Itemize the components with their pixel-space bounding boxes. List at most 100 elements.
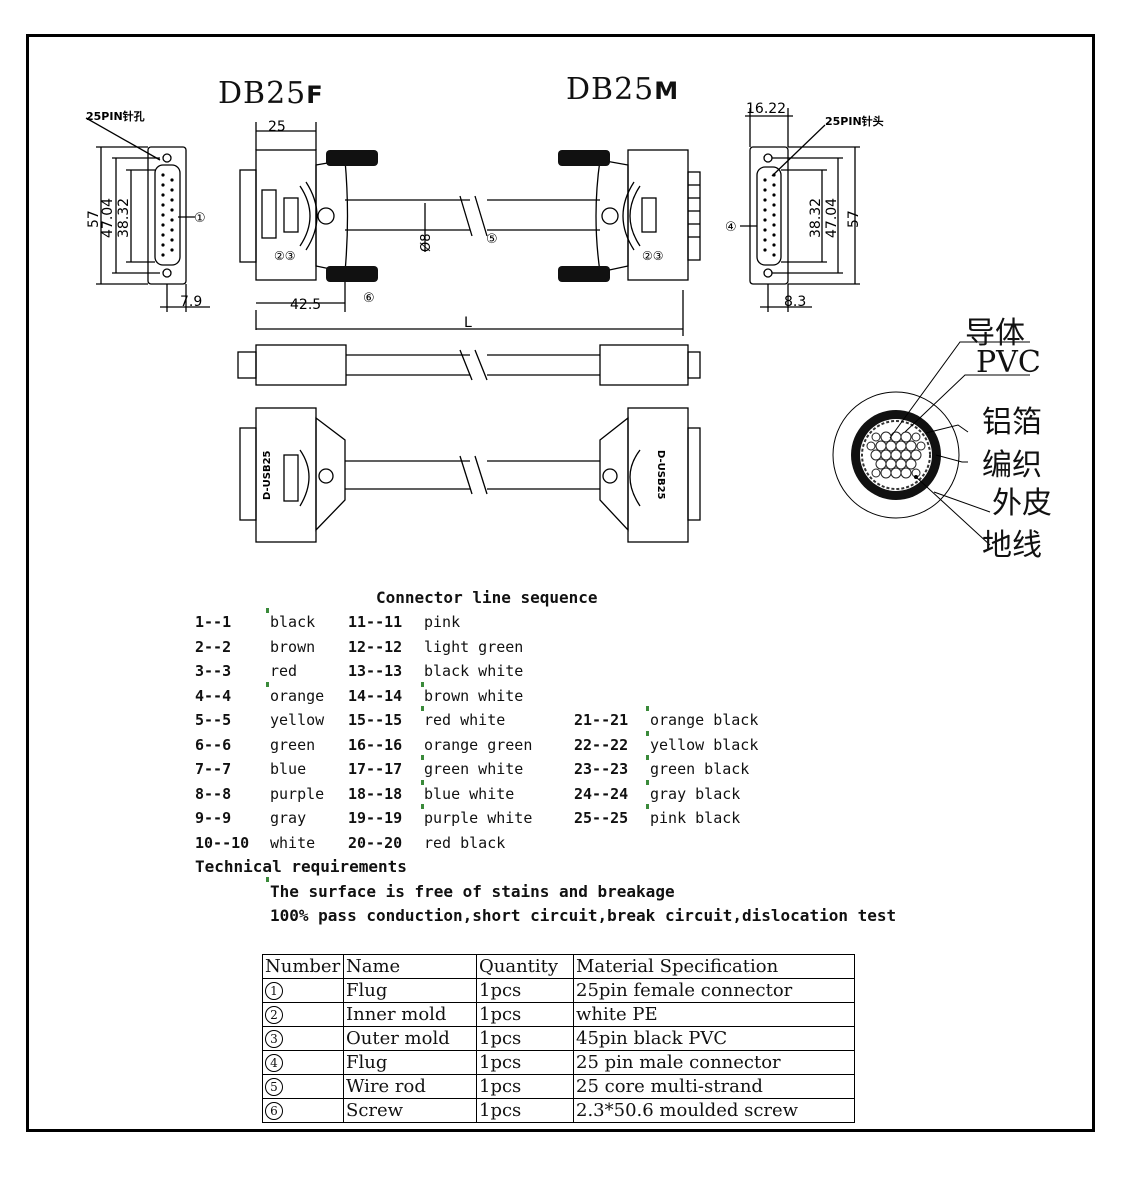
dim-57-left: 57 [86, 210, 102, 228]
list-item: gray [270, 809, 307, 827]
dim-38-32-left: 38.32 [116, 198, 132, 238]
table-row: 6 Screw 1pcs 2.3*50.6 moulded screw [262, 1098, 855, 1123]
row-spec: 25 core multi-strand [573, 1074, 855, 1099]
row-quantity: 1pcs [476, 1050, 574, 1075]
list-item: 6--6 [195, 736, 232, 754]
list-item: 16--16 [348, 736, 403, 754]
pin-female-label: 25PIN针孔 [86, 109, 145, 123]
tick-mark [266, 877, 269, 882]
tick-mark [421, 780, 424, 785]
list-item: 14--14 [348, 687, 403, 705]
row-quantity: 1pcs [476, 978, 574, 1003]
dim-diameter-8: Ø8 [419, 233, 434, 252]
table-row: 2 Inner mold 1pcs white PE [262, 1002, 855, 1027]
list-item: 13--13 [348, 662, 403, 680]
list-item: pink black [650, 809, 741, 827]
list-item: 7--7 [195, 760, 232, 778]
row-spec: 25 pin male connector [573, 1050, 855, 1075]
row-number: 4 [262, 1050, 344, 1075]
shell-print-right: D-USB25 [655, 450, 666, 500]
dim-7-9: 7.9 [180, 294, 202, 310]
table-row: 4 Flug 1pcs 25 pin male connector [262, 1050, 855, 1075]
label-aluminum-foil: 铝箔 [982, 405, 1042, 440]
list-item: purple white [424, 809, 533, 827]
tick-mark [646, 731, 649, 736]
table-row: 1 Flug 1pcs 25pin female connector [262, 978, 855, 1003]
row-name: Outer mold [343, 1026, 477, 1051]
technical-heading: Technical requirements [195, 857, 407, 876]
callout-2-3-right: ②③ [642, 249, 664, 263]
row-spec: white PE [573, 1002, 855, 1027]
tick-mark [421, 706, 424, 711]
list-item: 9--9 [195, 809, 232, 827]
list-item: green black [650, 760, 750, 778]
list-item: 15--15 [348, 711, 403, 729]
list-item: orange black [650, 711, 759, 729]
list-item: 25--25 [574, 809, 629, 827]
list-item: 24--24 [574, 785, 629, 803]
list-item: 4--4 [195, 687, 232, 705]
sequence-title: Connector line sequence [376, 588, 598, 607]
list-item: 11--11 [348, 613, 403, 631]
row-spec: 25pin female connector [573, 978, 855, 1003]
tick-mark [266, 608, 269, 613]
callout-2-3-left: ②③ [274, 249, 296, 263]
callout-4: ④ [725, 220, 737, 235]
tick-mark [646, 755, 649, 760]
tick-mark [421, 682, 424, 687]
row-spec: 45pin black PVC [573, 1026, 855, 1051]
list-item: red black [424, 834, 506, 852]
row-quantity: 1pcs [476, 1098, 574, 1123]
row-number: 2 [262, 1002, 344, 1027]
list-item: green white [424, 760, 524, 778]
list-item: blue [270, 760, 307, 778]
bill-of-materials-table: Number Name Quantity Material Specificat… [262, 954, 855, 1123]
list-item: orange [270, 687, 325, 705]
list-item: 19--19 [348, 809, 403, 827]
list-item: 1--1 [195, 613, 232, 631]
list-item: red [270, 662, 298, 680]
list-item: yellow [270, 711, 325, 729]
callout-5: ⑤ [486, 232, 498, 247]
list-item: light green [424, 638, 524, 656]
list-item: blue white [424, 785, 515, 803]
title-db25m: DB25M [566, 72, 680, 107]
drawing-frame [26, 34, 1095, 1132]
row-name: Flug [343, 1050, 477, 1075]
tick-mark [646, 804, 649, 809]
list-item: 2--2 [195, 638, 232, 656]
callout-1: ① [194, 211, 206, 226]
dim-47-04-right: 47.04 [824, 198, 840, 238]
list-item: 8--8 [195, 785, 232, 803]
list-item: pink [424, 613, 461, 631]
list-item: brown [270, 638, 316, 656]
list-item: 22--22 [574, 736, 629, 754]
row-number: 1 [262, 978, 344, 1003]
technical-line-1: The surface is free of stains and breaka… [270, 882, 675, 901]
row-name: Screw [343, 1098, 477, 1123]
tick-mark [266, 682, 269, 687]
dim-42-5: 42.5 [290, 297, 321, 313]
callout-6: ⑥ [363, 291, 375, 306]
table-header-row: Number Name Quantity Material Specificat… [262, 954, 855, 979]
row-spec: 2.3*50.6 moulded screw [573, 1098, 855, 1123]
list-item: orange green [424, 736, 533, 754]
dim-length: L [464, 315, 472, 331]
label-braid: 编织 [982, 448, 1042, 483]
list-item: 20--20 [348, 834, 403, 852]
row-quantity: 1pcs [476, 1074, 574, 1099]
label-ground-wire: 地线 [982, 528, 1042, 563]
list-item: 21--21 [574, 711, 629, 729]
tick-mark [421, 804, 424, 809]
dim-57-right: 57 [846, 210, 862, 228]
row-quantity: 1pcs [476, 1002, 574, 1027]
list-item: gray black [650, 785, 741, 803]
col-header-material: Material Specification [573, 954, 855, 979]
list-item: brown white [424, 687, 524, 705]
col-header-quantity: Quantity [476, 954, 574, 979]
col-header-number: Number [262, 954, 344, 979]
dim-25: 25 [268, 119, 286, 135]
list-item: black [270, 613, 316, 631]
label-pvc: PVC [976, 345, 1041, 380]
dim-8-3: 8.3 [784, 294, 806, 310]
